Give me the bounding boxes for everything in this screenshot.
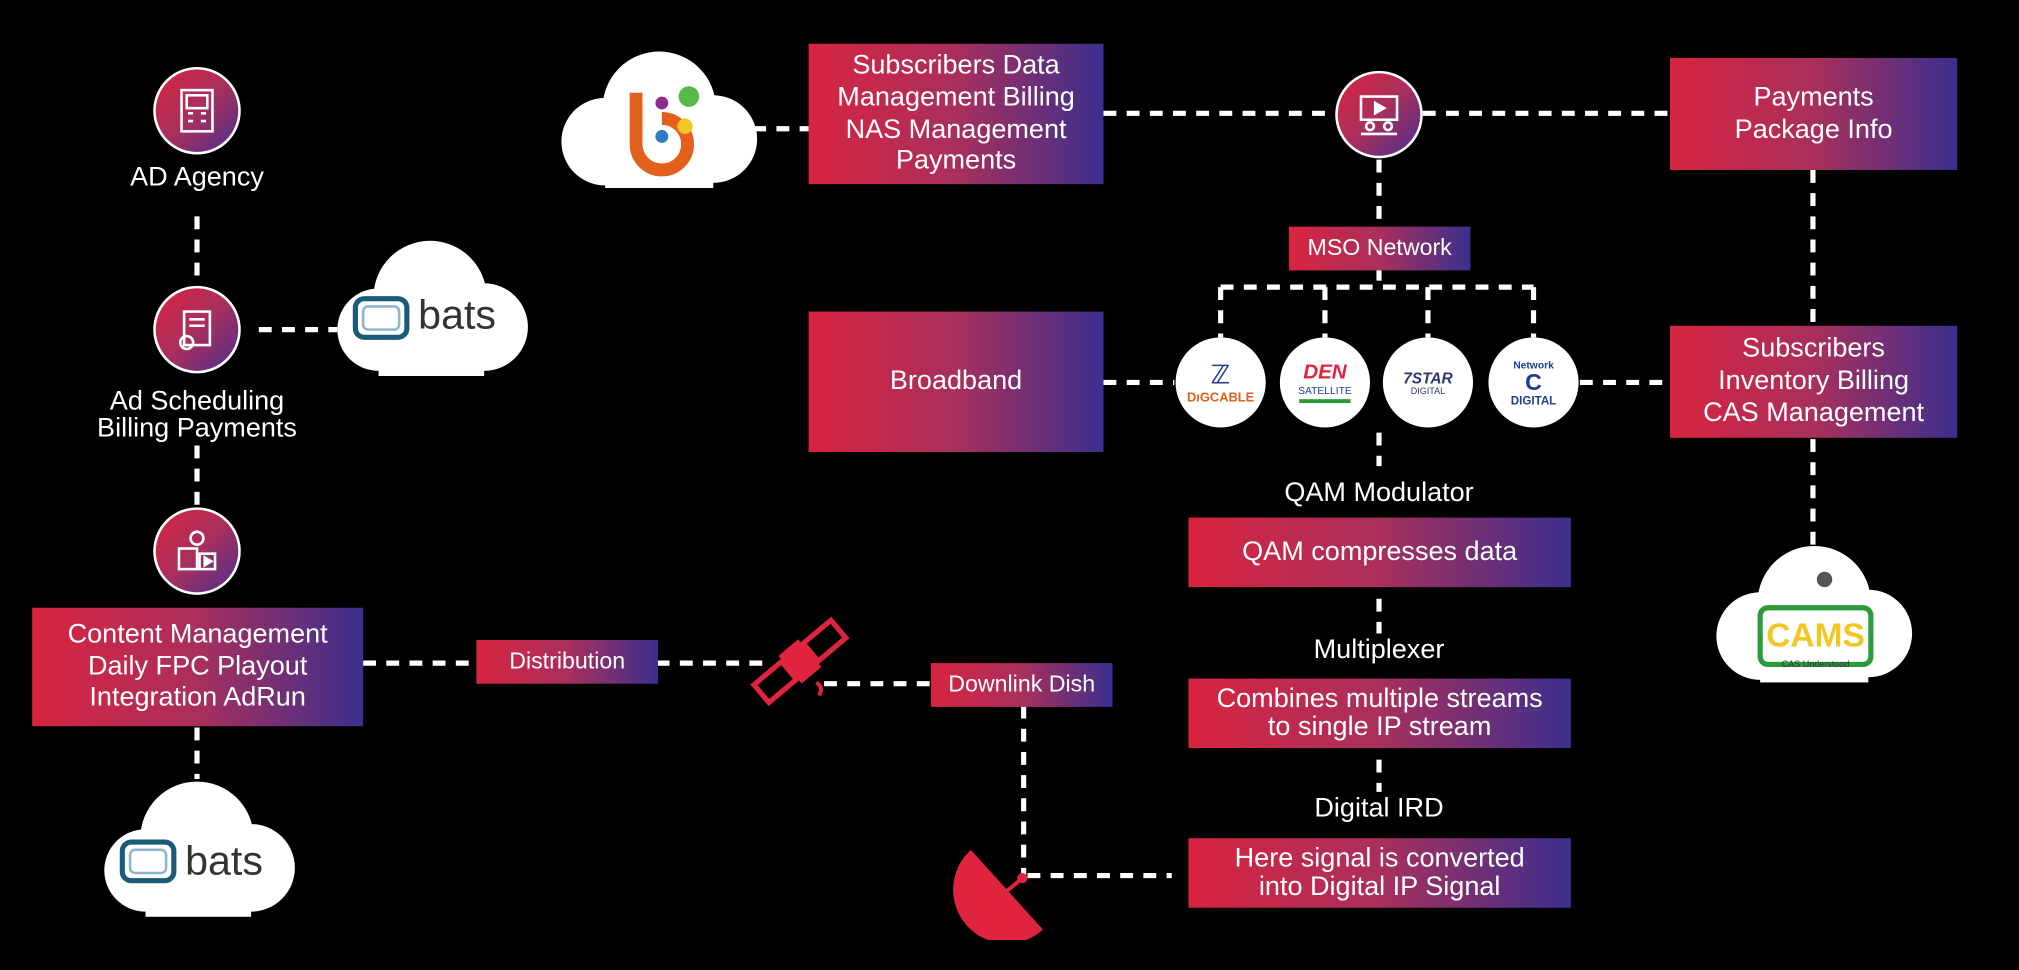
den-logo-sub: SATELLITE — [1298, 384, 1352, 397]
ad-scheduling-icon — [153, 285, 241, 374]
7star-logo-sub: DIGITAL — [1410, 386, 1446, 396]
digicable-logo: ℤ DıGCABLE — [1175, 337, 1266, 428]
network-logo-sub: DIGITAL — [1510, 393, 1557, 407]
den-satellite-logo: DEN SATELLITE — [1279, 337, 1371, 428]
den-logo-text: DEN — [1303, 361, 1347, 384]
cams-logo-text: CAMS — [1766, 615, 1865, 655]
network-digital-logo: Network C DIGITAL — [1488, 337, 1579, 428]
multiplexer-box: Combines multiple streams to single IP s… — [1188, 678, 1571, 749]
subscribers-data-box: Subscribers Data Management Billing NAS … — [808, 43, 1104, 185]
billing-app-cloud — [561, 51, 758, 188]
ad-scheduling-label: Ad Scheduling Billing Payments — [97, 386, 297, 443]
downlink-dish-box: Downlink Dish — [930, 663, 1113, 707]
7star-digital-logo: 7STAR DIGITAL — [1382, 337, 1474, 428]
ad-agency-label: AD Agency — [130, 162, 264, 192]
digital-ird-box: Here signal is converted into Digital IP… — [1188, 838, 1571, 908]
cinema-icon — [1335, 70, 1423, 159]
digicable-logo-text: DıGCABLE — [1187, 391, 1255, 406]
bats-cloud-top — [337, 240, 528, 376]
digital-ird-label: Digital IRD — [1314, 793, 1444, 823]
qam-box: QAM compresses data — [1188, 517, 1571, 588]
qam-modulator-label: QAM Modulator — [1284, 477, 1474, 508]
distribution-box: Distribution — [476, 639, 658, 684]
multiplexer-label: Multiplexer — [1313, 634, 1445, 665]
cams-cloud — [1716, 545, 1913, 683]
broadband-box: Broadband — [808, 311, 1104, 452]
satellite-icon — [750, 616, 850, 707]
content-management-box: Content Management Daily FPC Playout Int… — [32, 607, 364, 727]
ad-agency-icon — [153, 66, 241, 155]
subscribers-inventory-box: Subscribers Inventory Billing CAS Manage… — [1670, 325, 1958, 438]
content-management-icon — [153, 507, 241, 595]
cams-tagline: CAS Understood — [1781, 660, 1850, 670]
mso-network-box: MSO Network — [1288, 226, 1471, 271]
bats-logo-text-top: bats — [418, 290, 497, 338]
network-logo-text: Network — [1513, 358, 1554, 371]
bats-logo-text-bottom: bats — [185, 836, 263, 884]
7star-logo-text: 7STAR — [1403, 368, 1453, 387]
bats-cloud-bottom — [104, 781, 295, 917]
payments-box: Payments Package Info — [1670, 57, 1958, 170]
satellite-dish-icon — [953, 849, 1043, 940]
